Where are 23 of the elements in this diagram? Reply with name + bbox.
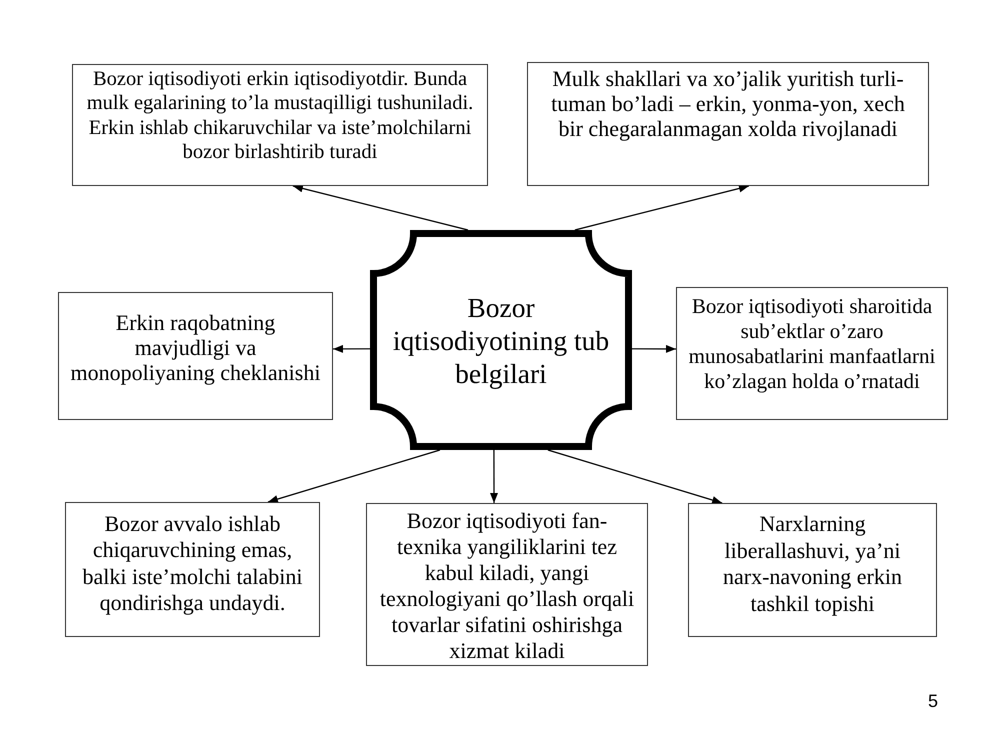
- arrow: [490, 450, 498, 503]
- page-number: 5: [928, 690, 938, 713]
- box-text: Bozor iqtisodiyoti fan-texnika yangiliklarini tez kabul kiladi, yangi texnologiyani qo’llash orqali tovarlar sifatini oshirishga xizmat kiladi: [380, 508, 634, 664]
- arrow: [333, 344, 370, 353]
- box-text: Bozor iqtisodiyoti sharoitida sub’ektlar o’zaro munosabatlarini manfaatlarni ko’zlagan holda o’rnatadi: [688, 294, 936, 394]
- plate-shape: [370, 230, 632, 450]
- box-text: Erkin raqobatning mavjudligi va monopoliyaning cheklanishi: [70, 310, 322, 385]
- arrow: [292, 184, 468, 231]
- box-text: Narxlarning liberallashuvi, ya’ni narx-navoning erkin tashkil topishi: [722, 511, 903, 617]
- arrow: [574, 184, 750, 231]
- text-box: [688, 503, 937, 637]
- text-box: [676, 287, 948, 420]
- arrow: [632, 344, 676, 353]
- text-box: [65, 502, 320, 637]
- text-box: [58, 292, 333, 420]
- text-box: [72, 64, 488, 186]
- arrow: [548, 449, 722, 504]
- box-text: Mulk shakllari va xo’jalik yuritish turli-tuman bo’ladi – erkin, yonma-yon, xech bir chegaralanmagan xolda rivojlanadi: [550, 66, 906, 141]
- box-text: Bozor iqtisodiyoti erkin iqtisodiyotdir. Bunda mulk egalarining to’la mustaqilligi tushuniladi. Erkin ishlab chikaruvchilar va iste’molchilarni bozor birlashtirib turadi: [86, 67, 474, 165]
- box-text: Bozor avvalo ishlab chiqaruvchining emas, balki iste’molchi talabini qondirishga undaydi.: [82, 511, 304, 616]
- arrow: [268, 449, 440, 503]
- central-heading: Bozor iqtisodiyotining tub belgilari: [392, 290, 610, 390]
- text-box: [527, 62, 929, 186]
